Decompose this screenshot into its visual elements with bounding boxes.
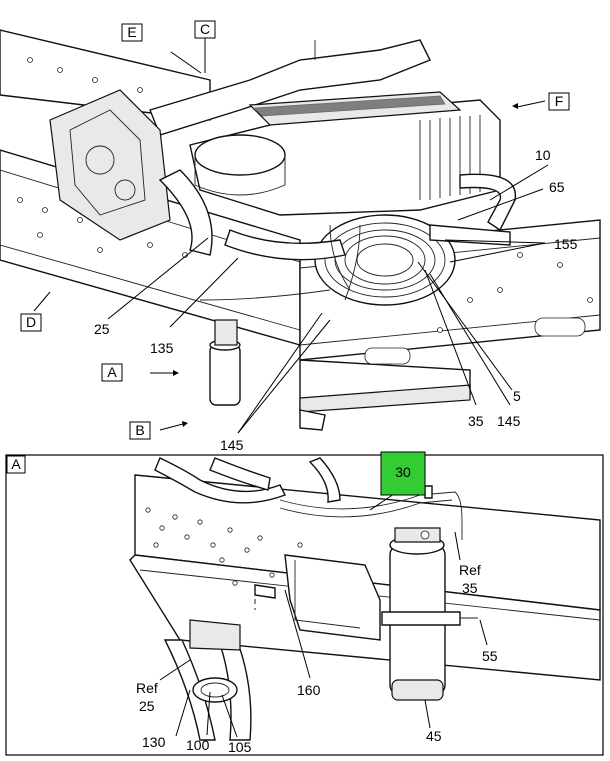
main-view-illustration (0, 29, 601, 431)
callout-45: 45 (426, 728, 442, 744)
detail-view-label: A (11, 456, 21, 472)
callout-55: 55 (482, 648, 498, 664)
callout-155: 155 (554, 236, 578, 252)
view-label-d: D (26, 314, 36, 330)
view-label-a: A (107, 364, 117, 380)
callout-5: 5 (513, 388, 521, 404)
callout-160: 160 (297, 682, 321, 698)
detail-view-callouts: Ref 35 55 Ref 25 160 130 100 105 45 (136, 562, 498, 755)
view-label-f: F (555, 93, 564, 109)
callout-105: 105 (228, 739, 252, 755)
callout-30-highlighted: 30 (395, 464, 411, 480)
callout-35: 35 (468, 413, 484, 429)
callout-100: 100 (186, 737, 210, 753)
callout-ref-35-prefix: Ref (459, 562, 481, 578)
main-view-labels: E C F D A B (20, 20, 570, 440)
view-label-b: B (135, 422, 144, 438)
detail-view-frame (5, 454, 604, 756)
callout-145-right: 145 (497, 413, 521, 429)
callout-10: 10 (535, 147, 551, 163)
callout-145-bottom: 145 (220, 437, 244, 453)
view-label-c: C (200, 21, 210, 37)
callout-130: 130 (142, 734, 166, 750)
main-view-leaders (33, 37, 549, 434)
callout-135: 135 (150, 340, 174, 356)
callout-25: 25 (94, 321, 110, 337)
callout-ref-25-prefix: Ref (136, 680, 158, 696)
main-view-callouts: 10 65 155 25 135 5 35 145 145 (94, 147, 578, 453)
callout-ref-35: 35 (462, 580, 478, 596)
highlighted-callout-box (380, 451, 426, 496)
view-label-e: E (127, 24, 136, 40)
detail-view-illustration (129, 457, 601, 741)
callout-65: 65 (549, 179, 565, 195)
callout-ref-25: 25 (139, 698, 155, 714)
